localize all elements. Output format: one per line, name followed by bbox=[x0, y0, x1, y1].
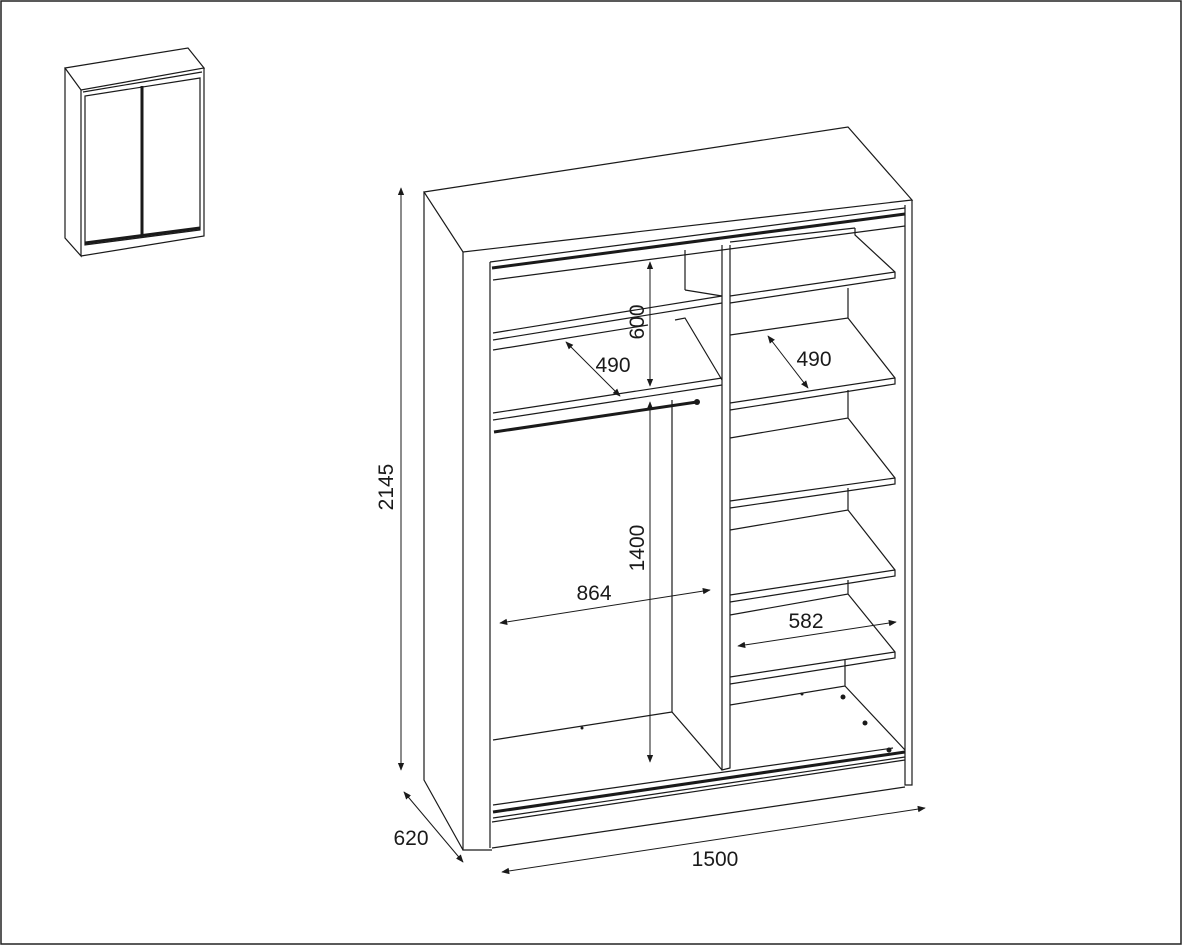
right-width-label: 582 bbox=[788, 610, 823, 633]
left-shelf-depth-label: 490 bbox=[595, 354, 630, 377]
right-width-line bbox=[737, 619, 897, 649]
height-label: 2145 bbox=[375, 464, 398, 511]
depth-dimension-line bbox=[403, 791, 464, 863]
thumbnail-wardrobe-icon bbox=[63, 47, 206, 258]
top-compartment-label: 600 bbox=[626, 304, 649, 339]
right-shelf-depth-label: 490 bbox=[796, 348, 831, 371]
left-width-line bbox=[499, 587, 711, 626]
left-width-label: 864 bbox=[576, 582, 611, 605]
wardrobe-drawing bbox=[422, 126, 914, 851]
dimension-lines bbox=[397, 187, 926, 875]
left-shelf-depth-line bbox=[565, 341, 621, 397]
depth-label: 620 bbox=[393, 827, 428, 850]
width-label: 1500 bbox=[692, 848, 739, 871]
width-dimension-line bbox=[501, 805, 926, 875]
hanging-height-label: 1400 bbox=[626, 525, 649, 572]
right-shelf-depth-line bbox=[767, 335, 809, 389]
